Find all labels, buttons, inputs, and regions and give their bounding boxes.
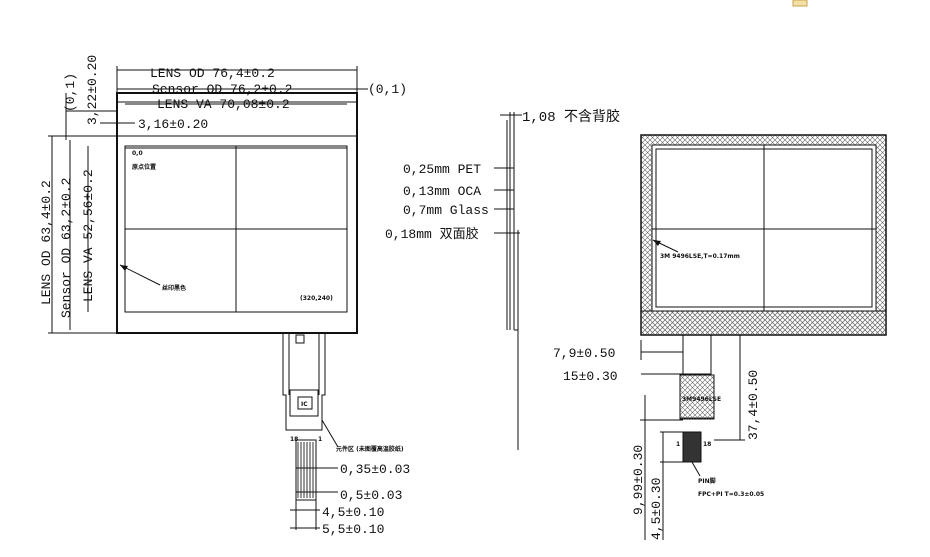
offset-top-label: (0,1) [63,73,78,112]
pin-label-right: 1 [318,436,322,443]
back-view: 3M 9496LSE,T=0.17mm 3M9496LSE 1 18 PIN脚 … [553,134,887,540]
dim-05-label: 0,5±0.03 [340,488,402,503]
front-view: LENS OD 76,4±0.2 Sensor OD 76,2±0.2 (0,1… [39,55,410,537]
fpc-tail [282,333,326,431]
back-pin-note: PIN脚 [698,477,716,485]
origin-note: 原点位置 [132,163,156,171]
fpc-connector [295,439,317,501]
back-pin-right: 18 [703,441,711,448]
lens-od-width-label: LENS OD 76,4±0.2 [150,66,275,81]
component-note: 元件区 (未图覆高温胶纸) [336,445,404,453]
oca-label: 0,13mm OCA [403,184,481,199]
offset-right-label: (0,1) [368,82,407,97]
dim-45b-label: 4,5±0.30 [649,478,664,540]
dim-55-label: 5,5±0.10 [322,522,384,537]
ic-block [289,389,319,417]
back-pin-left: 1 [676,441,680,448]
lens-va-height-label: LENS VA 52,56±0.2 [81,169,96,302]
total-thickness-label: 1,08 不含背胶 [522,108,620,126]
offset-322-label: 3,22±0.20 [85,55,100,125]
back-tape-note: 3M 9496LSE,T=0.17mm [660,253,740,260]
lens-va-width-label: LENS VA 70,08±0.2 [157,97,290,112]
sensor-od-width-label: Sensor OD 76,2±0.2 [152,82,292,97]
stiffener-note: 3M9496LSE [682,396,721,403]
dim-79-label: 7,9±0.50 [553,346,615,361]
dim-999-label: 9,99±0.30 [631,445,646,515]
corner-label: (320,240) [300,295,333,302]
dim-15-label: 15±0.30 [563,369,618,384]
tape-label: 0,18mm 双面胶 [385,226,479,242]
dim-035-label: 0,35±0.03 [340,462,410,477]
pin-label-left: 18 [290,436,298,443]
back-fpc-note: FPC+PI T=0.3±0.05 [698,491,764,498]
sensor-od-height-label: Sensor OD 63,2±0.2 [59,178,74,318]
dim-45-label: 4,5±0.10 [322,505,384,520]
dim-374-label: 37,4±0.50 [746,370,761,440]
side-view: 1,08 不含背胶 0,25mm PET 0,13mm OCA 0,7mm Gl… [385,108,620,450]
corner-icon [792,0,808,7]
ic-label: IC [301,401,308,408]
pet-label: 0,25mm PET [403,162,481,177]
offset-316-label: 3,16±0.20 [138,117,208,132]
origin-label: 0,0 [132,150,143,157]
lens-od-height-label: LENS OD 63,4±0.2 [39,180,54,305]
glass-label: 0,7mm Glass [403,203,489,218]
back-connector [682,431,702,463]
silk-note: 丝印黑色 [162,284,186,292]
